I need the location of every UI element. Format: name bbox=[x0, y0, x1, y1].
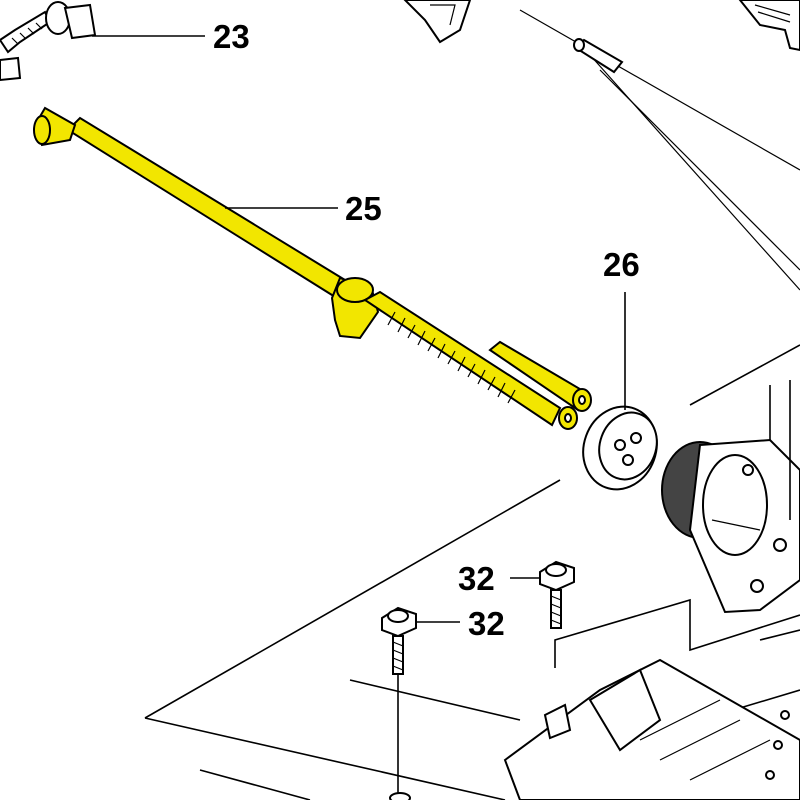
callout-25: 25 bbox=[345, 190, 382, 227]
callout-32-upper: 32 bbox=[458, 560, 495, 597]
top-right-spring bbox=[738, 0, 800, 52]
part-32-screw-lower bbox=[381, 606, 460, 800]
part-25-control-rod bbox=[33, 106, 592, 430]
gear-housing bbox=[661, 380, 800, 614]
part-23-screw-assembly bbox=[0, 1, 205, 82]
callout-26: 26 bbox=[603, 246, 640, 283]
top-bracket bbox=[403, 0, 472, 44]
guide-pin bbox=[573, 38, 624, 74]
chassis-outline bbox=[144, 9, 800, 800]
bottom-machinery bbox=[389, 658, 800, 800]
callout-23: 23 bbox=[213, 18, 250, 55]
part-32-screw-upper bbox=[510, 560, 575, 629]
callout-32-lower: 32 bbox=[468, 605, 505, 642]
part-26-grommet bbox=[582, 292, 658, 491]
